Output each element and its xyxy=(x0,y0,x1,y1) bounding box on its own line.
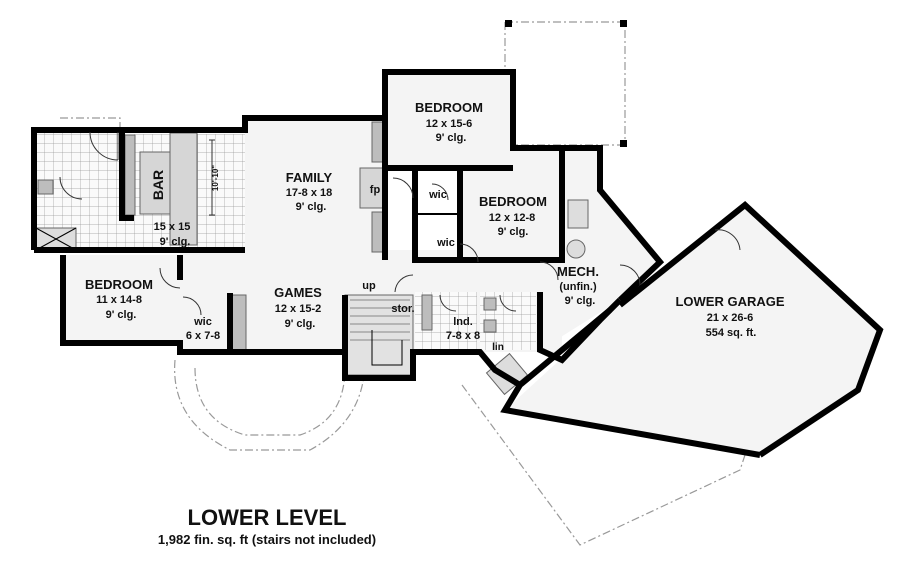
mech-note: (unfin.) xyxy=(559,281,597,293)
laundry-label: lnd. xyxy=(453,316,473,328)
stairs-up-label: up xyxy=(362,280,376,292)
wic-left-size: 6 x 7-8 xyxy=(186,330,220,342)
bedroom-top-label: BEDROOM xyxy=(415,100,483,115)
garage-area: 554 sq. ft. xyxy=(706,327,757,339)
bedroom-left-size: 11 x 14-8 xyxy=(96,294,142,306)
walls xyxy=(31,69,884,458)
bedroom-left-label: BEDROOM xyxy=(85,277,153,292)
wic-left-label: wic xyxy=(193,316,212,328)
games-ceiling: 9' clg. xyxy=(285,318,316,330)
garage-size: 21 x 26-6 xyxy=(707,312,753,324)
wic-b-label: wic xyxy=(436,237,455,249)
wic-a-label: wic xyxy=(428,189,447,201)
bar-label: BAR xyxy=(150,170,166,200)
bedroom-left-ceiling: 9' clg. xyxy=(106,309,137,321)
bedroom-mid-label: BEDROOM xyxy=(479,194,547,209)
bedroom-mid-ceiling: 9' clg. xyxy=(498,226,529,238)
storage-label: stor. xyxy=(391,303,414,315)
family-size: 17-8 x 18 xyxy=(286,187,332,199)
bar-dimension-note: 10'-10" xyxy=(211,165,220,191)
garage-label: LOWER GARAGE xyxy=(675,294,784,309)
bedroom-top-ceiling: 9' clg. xyxy=(436,132,467,144)
bedroom-mid-size: 12 x 12-8 xyxy=(489,212,535,224)
laundry-size: 7-8 x 8 xyxy=(446,330,480,342)
bedroom-top-size: 12 x 15-6 xyxy=(426,118,472,130)
plan-subtitle: 1,982 fin. sq. ft (stairs not included) xyxy=(158,532,376,547)
bar-size: 15 x 15 xyxy=(154,221,191,233)
doors xyxy=(59,131,741,316)
bar-ceiling: 9' clg. xyxy=(160,236,191,248)
family-label: FAMILY xyxy=(286,170,333,185)
games-label: GAMES xyxy=(274,285,322,300)
family-ceiling: 9' clg. xyxy=(296,201,327,213)
linen-label: lin xyxy=(492,342,504,353)
fireplace-label: fp xyxy=(370,184,381,196)
mech-ceiling: 9' clg. xyxy=(565,295,596,307)
mech-label: MECH. xyxy=(557,264,599,279)
games-size: 12 x 15-2 xyxy=(275,303,321,315)
plan-title: LOWER LEVEL xyxy=(188,505,347,530)
